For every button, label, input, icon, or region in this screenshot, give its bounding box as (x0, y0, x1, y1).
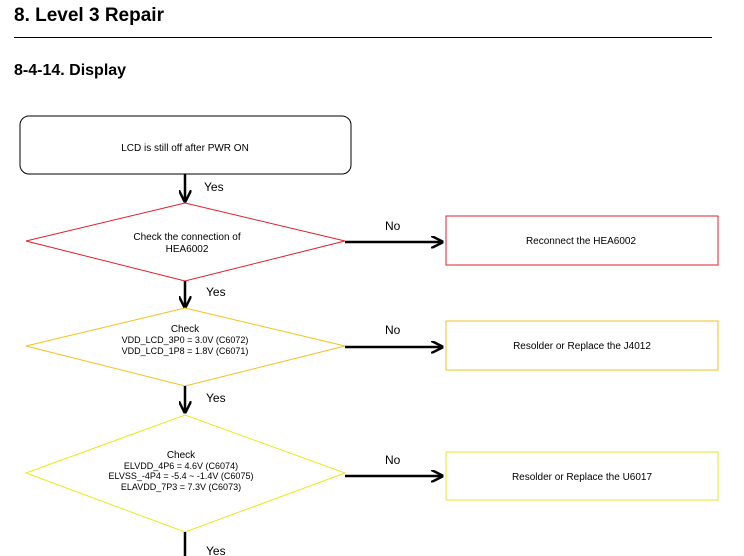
action-box-1 (445, 215, 719, 266)
section-title: 8. Level 3 Repair (14, 5, 164, 26)
no-label-3: No (385, 453, 401, 467)
no-label-2: No (385, 323, 401, 337)
decision-3-line-2: ELVDD_4P6 = 4.6V (C6074) (124, 461, 238, 471)
decision-1-line-1: Check the connection of (133, 232, 241, 243)
subsection-title: 8-4-14. Display (14, 62, 127, 79)
decision-1-line-2: HEA6002 (166, 244, 209, 255)
action-3-label: Resolder or Replace the U6017 (512, 472, 653, 483)
decision-3-line-3: ELVSS_-4P4 = -5.4 ~ -1.4V (C6075) (109, 471, 254, 481)
decision-2-line-2: VDD_LCD_3P0 = 3.0V (C6072) (122, 335, 249, 345)
title-divider (14, 37, 712, 38)
start-label: LCD is still off after PWR ON (121, 143, 249, 154)
decision-3-diamond (24, 414, 347, 533)
yes-label-2: Yes (206, 285, 226, 299)
yes-label-1: Yes (204, 180, 224, 194)
action-box-2 (445, 320, 719, 371)
decision-3-line-1: Check (167, 450, 196, 461)
action-1-label: Reconnect the HEA6002 (526, 236, 637, 247)
no-label-1: No (385, 219, 401, 233)
yes-label-3: Yes (206, 391, 226, 405)
action-2-label: Resolder or Replace the J4012 (513, 341, 651, 352)
decision-3-line-4: ELAVDD_7P3 = 7.3V (C6073) (121, 482, 241, 492)
decision-2-line-3: VDD_LCD_1P8 = 1.8V (C6071) (122, 346, 249, 356)
yes-label-4: Yes (206, 544, 226, 556)
action-box-3 (445, 451, 719, 501)
decision-2-line-1: Check (171, 324, 200, 335)
